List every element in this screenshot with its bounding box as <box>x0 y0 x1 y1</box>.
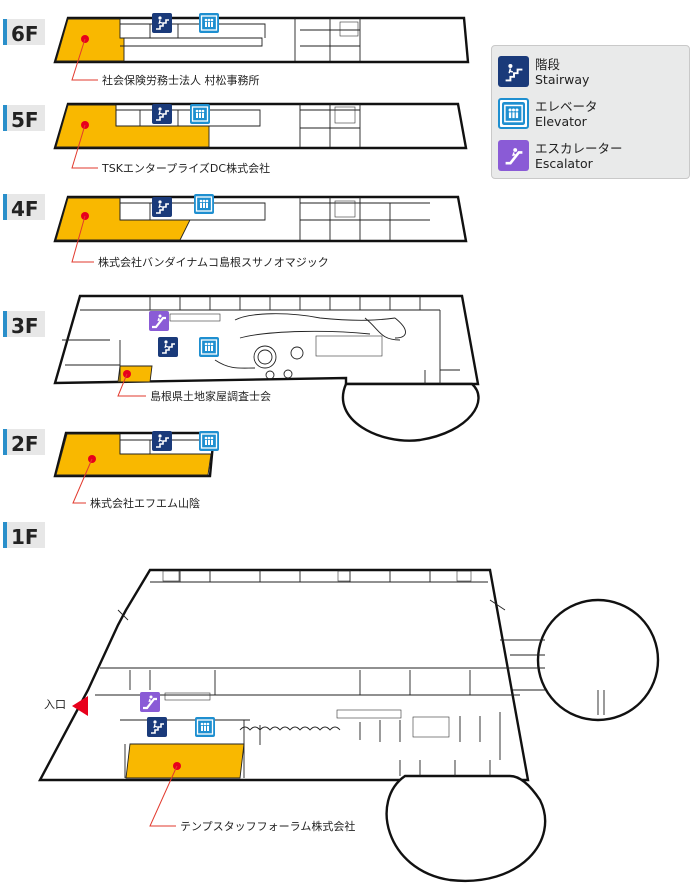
elevator-icon <box>498 98 529 129</box>
floor-label-5f: 5F <box>11 108 39 132</box>
stairway-icon <box>151 12 173 34</box>
elevator-icon <box>193 193 215 215</box>
tenant-label-6f: 社会保険労務士法人 村松事務所 <box>102 73 260 87</box>
tenant-area-1f <box>125 743 245 779</box>
legend-stairway-ja: 階段 <box>535 56 561 72</box>
elevator-icon <box>194 716 216 738</box>
floor-plan-3f-annex <box>341 382 480 442</box>
tenant-label-2f: 株式会社エフエム山陰 <box>90 496 200 510</box>
elevator-icon <box>198 336 220 358</box>
tenant-area-6f <box>55 18 125 62</box>
floor-label-1f: 1F <box>11 525 39 549</box>
legend-item-stairway: 階段 Stairway <box>498 56 589 87</box>
floor-tab-bg <box>5 105 45 131</box>
legend: 階段 Stairway エレベータ Elevator <box>491 45 690 179</box>
legend-escalator-ja: エスカレーター <box>535 140 623 156</box>
stairway-icon <box>157 336 179 358</box>
floor-label-6f: 6F <box>11 22 39 46</box>
floor-tab-bg <box>5 311 45 337</box>
floor-tab-bg <box>5 19 45 45</box>
floor-tab-bg <box>5 429 45 455</box>
tenant-area-3f <box>117 365 153 383</box>
floor-label-3f: 3F <box>11 314 39 338</box>
stairway-icon <box>498 56 529 87</box>
floor-tab-bg <box>5 194 45 220</box>
stairway-icon <box>151 103 173 125</box>
floor-plan-1f <box>38 568 530 782</box>
escalator-icon <box>147 309 171 333</box>
escalator-icon <box>138 690 162 714</box>
stairway-icon <box>146 716 168 738</box>
floor-4f: 4F 株式会社バンダイナムコ島根スサノオマジック <box>3 193 468 269</box>
legend-elevator-en: Elevator <box>535 113 587 129</box>
legend-elevator-ja: エレベータ <box>535 98 598 114</box>
floor-tab-marker <box>3 19 7 45</box>
floor-1f: 1F 入口 テンプスタッフフォーラム株式会社 <box>3 522 660 883</box>
floor-tab-marker <box>3 429 7 455</box>
floor-plan-3f <box>53 294 480 386</box>
tenant-label-1f: テンプスタッフフォーラム株式会社 <box>180 819 355 833</box>
legend-stairway-en: Stairway <box>535 71 590 87</box>
floor-tab-bg <box>5 522 45 548</box>
legend-item-escalator: エスカレーター Escalator <box>498 140 623 171</box>
stairway-icon <box>151 196 173 218</box>
legend-escalator-en: Escalator <box>535 155 593 171</box>
floor-tab-marker <box>3 311 7 337</box>
floor-plan-1f-annex-south <box>385 774 547 883</box>
tenant-label-3f: 島根県土地家屋調査士会 <box>150 389 271 403</box>
floor-6f: 6F 社会保険労務士法人 村松事務所 <box>3 12 470 87</box>
floor-5f: 5F TSKエンタープライズDC株式会社 <box>3 102 468 175</box>
floor-2f: 2F 株式会社エフエム山陰 <box>3 429 220 510</box>
floor-tab-marker <box>3 194 7 220</box>
entrance-label: 入口 <box>44 698 66 711</box>
elevator-icon <box>198 12 220 34</box>
stairway-icon <box>151 430 173 452</box>
entrance-arrow-icon <box>72 696 88 716</box>
escalator-icon <box>498 140 529 171</box>
tenant-label-5f: TSKエンタープライズDC株式会社 <box>101 161 270 175</box>
floor-tab-marker <box>3 522 7 548</box>
elevator-icon <box>189 103 211 125</box>
floor-tab-marker <box>3 105 7 131</box>
elevator-icon <box>198 430 220 452</box>
floor-3f: 3F 島根県土地家屋調査士会 <box>3 294 480 442</box>
floor-label-4f: 4F <box>11 197 39 221</box>
legend-item-elevator: エレベータ Elevator <box>498 98 598 129</box>
floor-label-2f: 2F <box>11 432 39 456</box>
floor-plan-1f-annex-east <box>536 598 660 722</box>
tenant-label-4f: 株式会社バンダイナムコ島根スサノオマジック <box>98 255 329 269</box>
